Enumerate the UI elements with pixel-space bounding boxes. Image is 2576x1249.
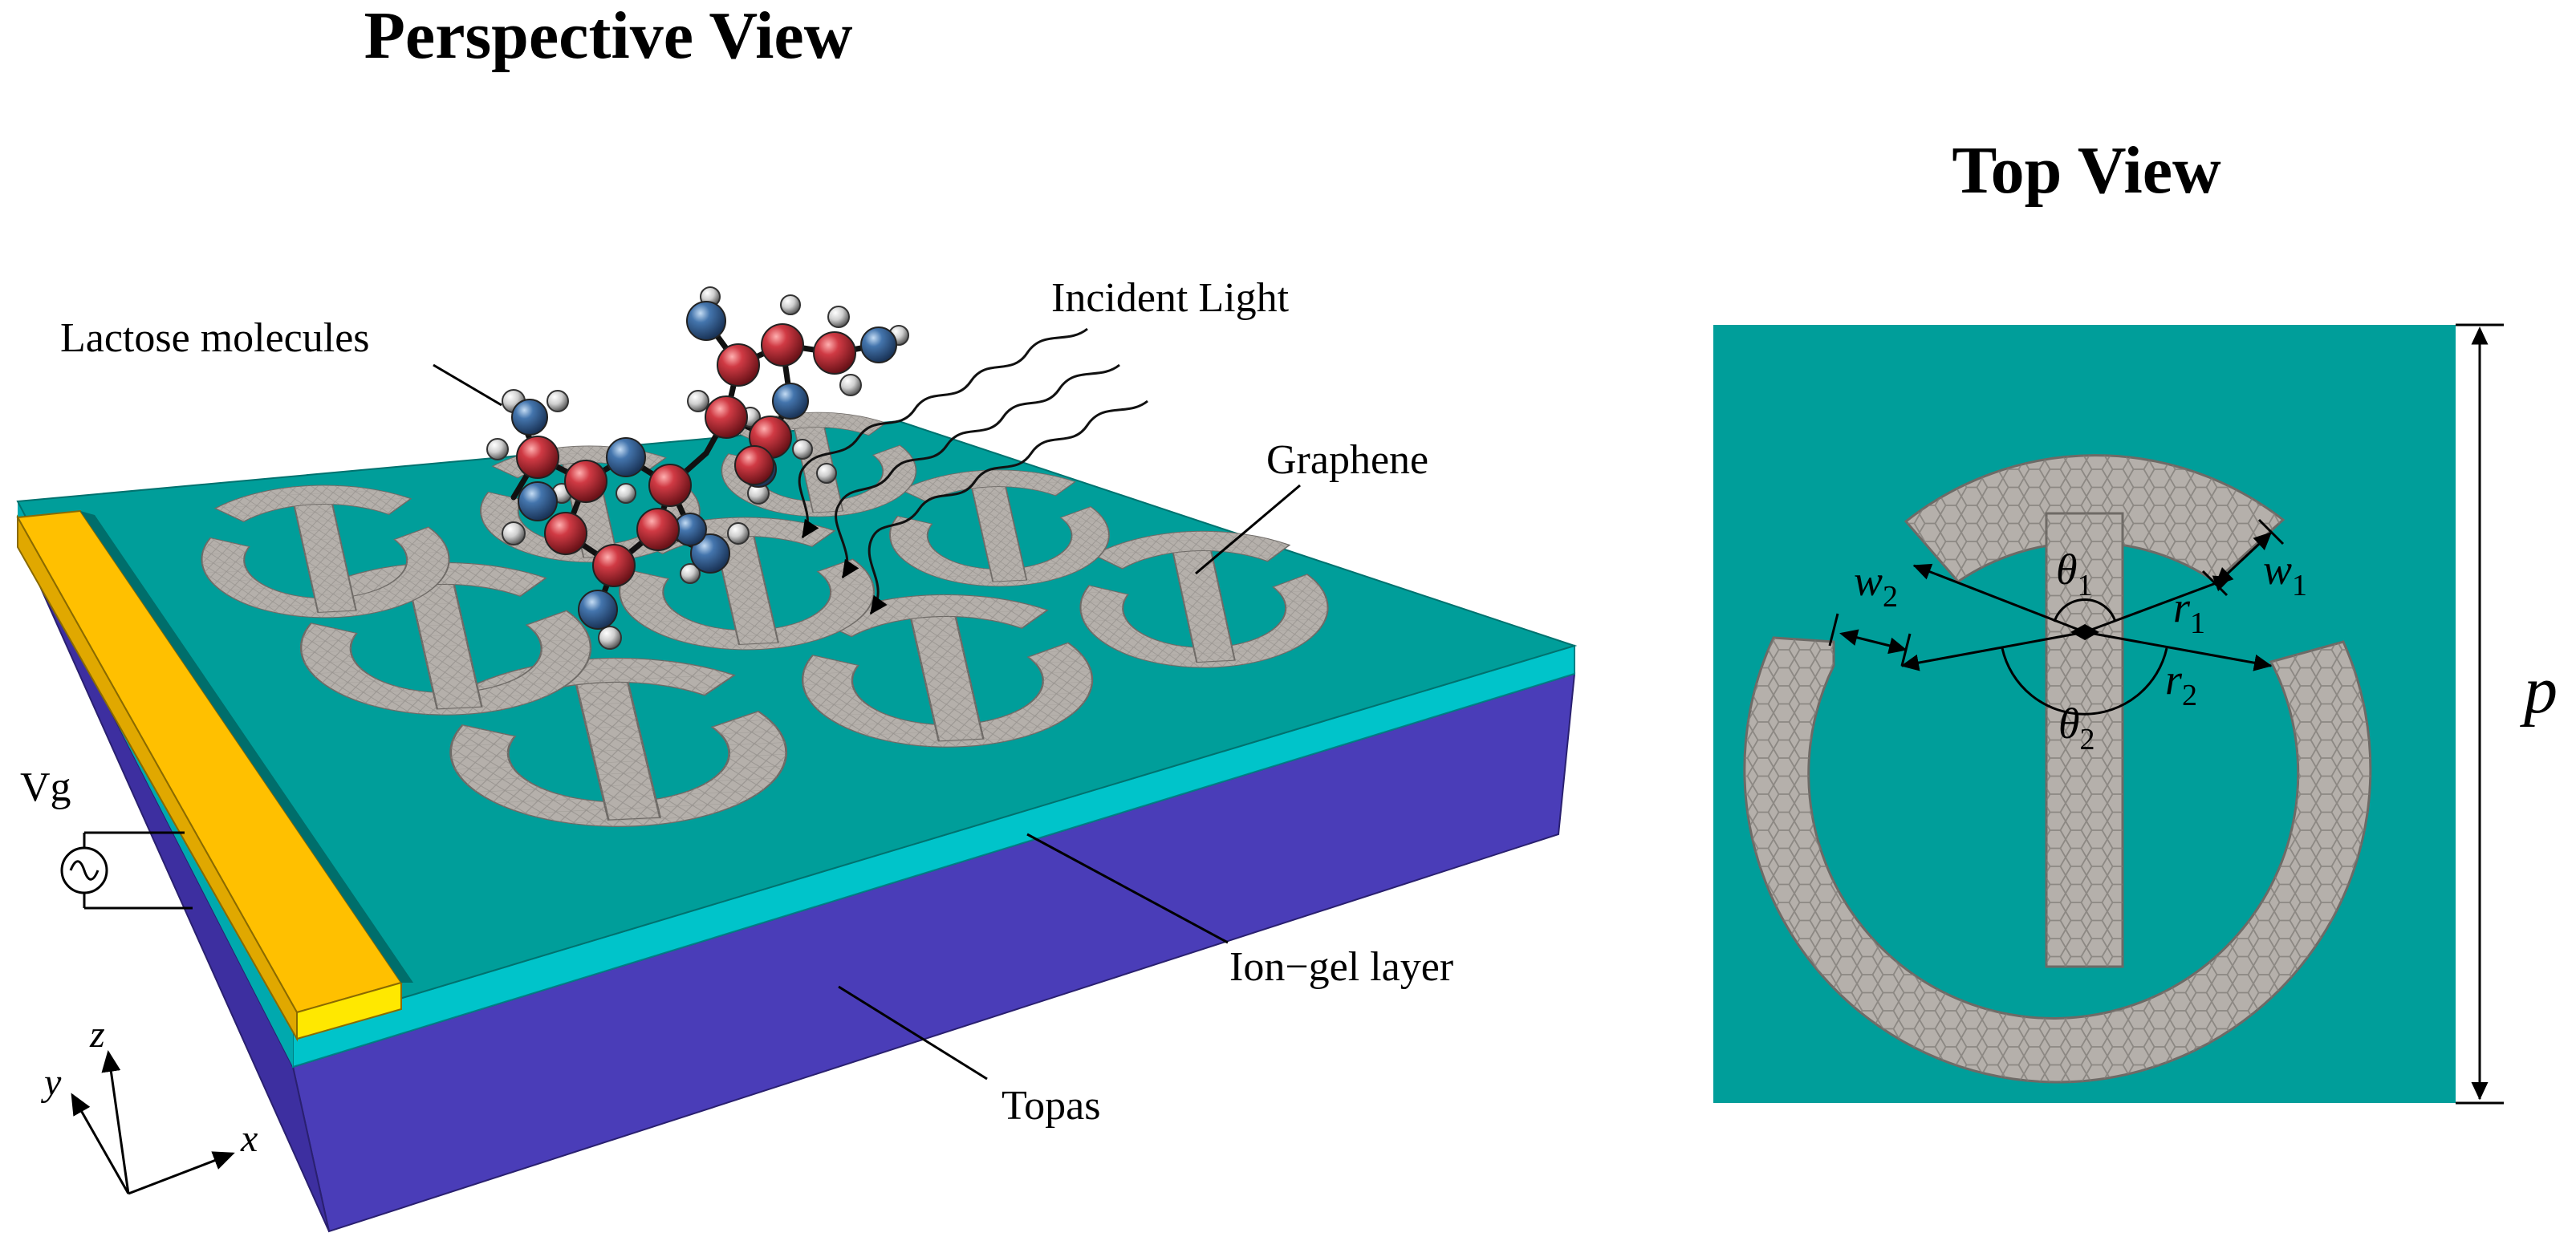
incident-light-label: Incident Light (1051, 275, 1290, 321)
svg-text:θ1: θ1 (2056, 545, 2093, 602)
r2-symbol: r (2165, 655, 2183, 704)
w1-subscript: 1 (2292, 569, 2307, 602)
topas-leader-line (838, 985, 988, 1081)
period-label: p (2520, 653, 2558, 728)
lactose-leader-line (433, 363, 502, 407)
svg-text:w2: w2 (1854, 557, 1898, 614)
graphene-leader-line (1195, 484, 1301, 575)
lactose-label: Lactose molecules (60, 315, 370, 361)
y-axis-label: y (40, 1061, 62, 1104)
top-view-title: Top View (1952, 133, 2221, 208)
r2-subscript: 2 (2182, 679, 2197, 712)
svg-text:w1: w1 (2263, 545, 2307, 602)
gate-electrode (16, 509, 413, 1042)
graphene-label: Graphene (1266, 437, 1428, 483)
svg-text:r2: r2 (2165, 655, 2197, 712)
theta1-symbol: θ (2056, 545, 2078, 594)
w2-subscript: 2 (1883, 580, 1898, 614)
centre-marker (2070, 624, 2099, 640)
r1-subscript: 1 (2190, 606, 2205, 640)
svg-text:r1: r1 (2173, 583, 2205, 640)
z-axis-label: z (89, 1013, 105, 1056)
w2-symbol: w (1854, 557, 1883, 605)
theta2-symbol: θ (2058, 700, 2080, 748)
vg-label: Vg (20, 764, 71, 810)
gate-voltage-source (60, 831, 193, 910)
top-view-cell: θ1 θ2 r1 r2 w1 w2 p (1713, 323, 2558, 1105)
svg-text:θ2: θ2 (2058, 700, 2095, 756)
lactose-molecule (486, 286, 909, 650)
x-axis-label: x (240, 1117, 258, 1160)
perspective-view-title: Perspective View (364, 0, 853, 73)
coordinate-axes (71, 1050, 235, 1195)
w1-symbol: w (2263, 545, 2292, 594)
perspective-device: x z y Lactose molecules Incident Light G… (16, 275, 1578, 1233)
theta2-subscript: 2 (2080, 723, 2095, 756)
r1-symbol: r (2173, 583, 2191, 631)
ion-gel-leader-line (1026, 833, 1229, 944)
incident-light-waves (798, 327, 1148, 615)
topas-label: Topas (1002, 1083, 1100, 1129)
top-view-graphene (1743, 454, 2372, 1084)
ion-gel-label: Ion−gel layer (1229, 944, 1453, 990)
theta1-subscript: 1 (2078, 569, 2093, 602)
top-view-dimensions (1828, 323, 2504, 1105)
